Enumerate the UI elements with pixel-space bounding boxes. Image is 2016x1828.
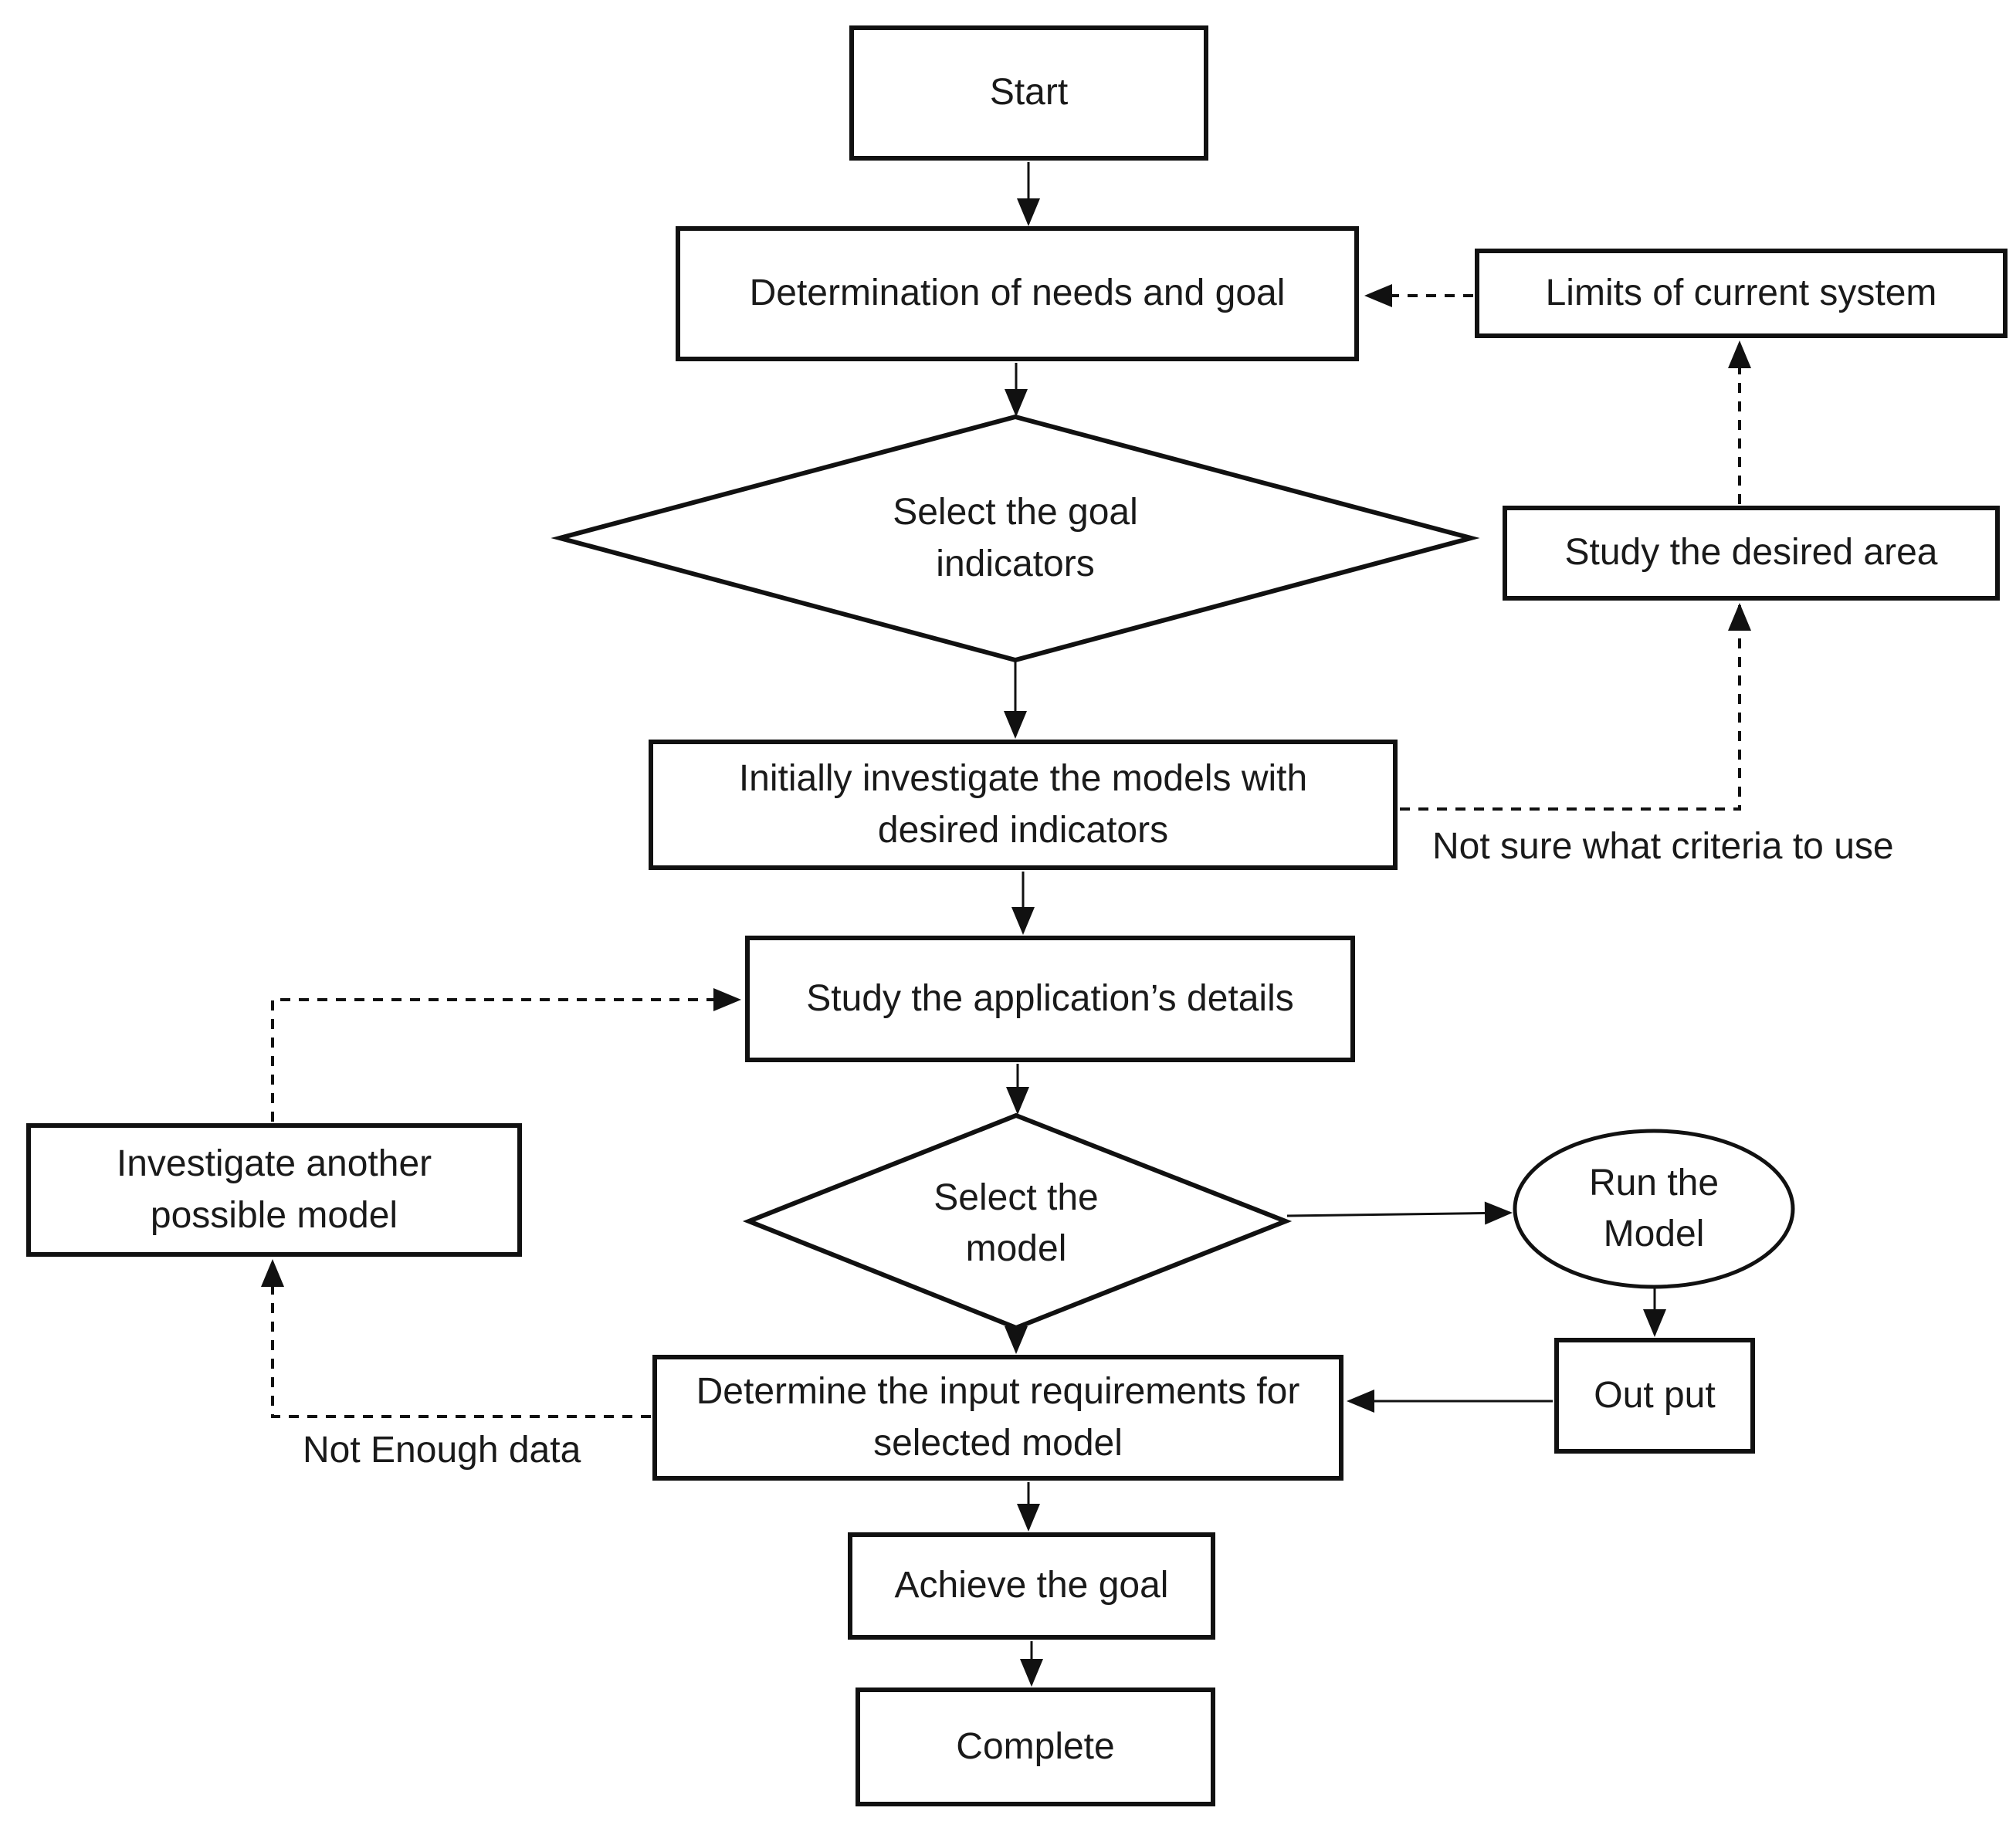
flowchart-node-initially-investigate-models: Initially investigate the models with de… — [649, 740, 1398, 870]
flowchart-node-study-desired-area: Study the desired area — [1503, 506, 2000, 601]
dashed-arrow-investigate-to-study-details — [271, 988, 741, 1122]
node-label-start: Start — [989, 72, 1069, 113]
flowchart-node-select-goal-indicators: Select the goal indicators — [853, 463, 1177, 614]
node-label-select-goal: Select the goal indicators — [893, 492, 1138, 584]
node-label-initially: Initially investigate the models with de… — [738, 758, 1308, 851]
edge-label-not-enough-data: Not Enough data — [303, 1430, 581, 1471]
node-label-determination: Determination of needs and goal — [749, 273, 1286, 314]
flowchart-node-output: Out put — [1554, 1338, 1755, 1454]
select-goal-indicators-diamond — [551, 414, 1480, 663]
flowchart-node-achieve-the-goal: Achieve the goal — [848, 1532, 1215, 1640]
node-label-investigate: Investigate another possible model — [116, 1143, 432, 1236]
node-label-study-area: Study the desired area — [1564, 532, 1938, 574]
flowchart-node-study-application-details: Study the application’s details — [745, 936, 1355, 1062]
flowchart-node-limits-of-current-system: Limits of current system — [1475, 249, 2008, 338]
dashed-arrow-initially-to-study-area — [1400, 603, 1751, 811]
flowchart-node-investigate-another-model: Investigate another possible model — [26, 1123, 522, 1257]
run-the-model-ellipse — [1513, 1129, 1795, 1289]
node-label-limits: Limits of current system — [1545, 272, 1937, 313]
flowchart-node-run-the-model: Run the Model — [1569, 1145, 1739, 1273]
node-label-run-model: Run the Model — [1588, 1162, 1720, 1254]
node-label-study-details: Study the application’s details — [806, 977, 1294, 1019]
flowchart-node-determine-input-requirements: Determine the input requirements for sel… — [652, 1355, 1343, 1481]
node-label-achieve: Achieve the goal — [894, 1565, 1169, 1606]
arrow-select-model-to-run-model — [1286, 1201, 1513, 1225]
flowchart-node-determination-of-needs: Determination of needs and goal — [676, 226, 1359, 361]
edge-label-not-sure-what-criteria: Not sure what criteria to use — [1432, 826, 1894, 867]
dashed-arrow-determine-input-to-investigate — [261, 1259, 651, 1418]
flowchart-node-start: Start — [849, 25, 1208, 161]
flowchart-node-select-the-model: Select the model — [912, 1154, 1120, 1293]
node-label-output: Out put — [1594, 1374, 1716, 1416]
node-label-determine: Determine the input requirements for sel… — [696, 1371, 1300, 1464]
flowchart-node-complete: Complete — [856, 1688, 1215, 1806]
node-label-complete: Complete — [956, 1725, 1115, 1767]
node-label-select-model: Select the model — [933, 1176, 1099, 1269]
